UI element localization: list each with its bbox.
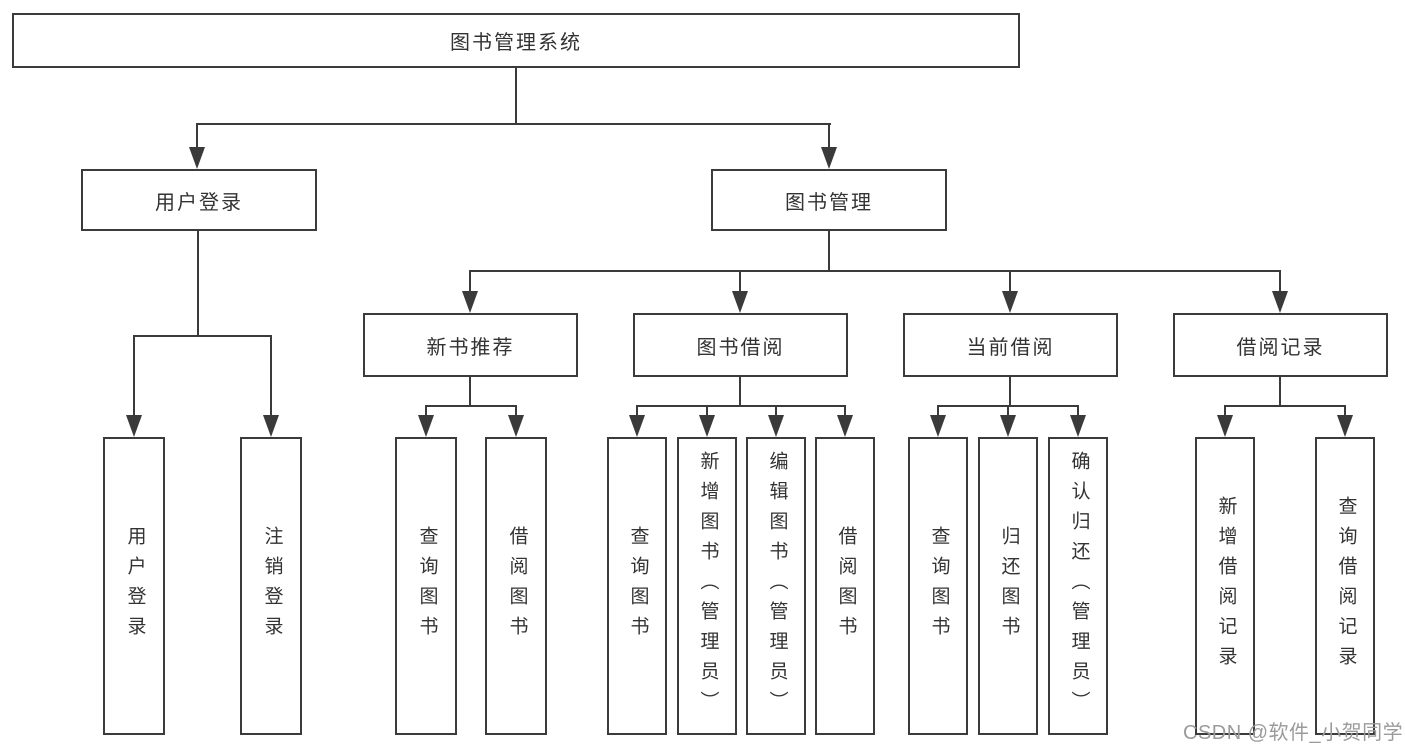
node-label: 查询图书	[627, 526, 649, 646]
leaf-node-add-borrow-record: 新增借阅记录	[1195, 437, 1255, 735]
leaf-node-return-books: 归还图书	[978, 437, 1038, 735]
leaf-node-query-books-borrowing: 查询图书	[607, 437, 667, 735]
arrow-down-icon	[1337, 415, 1353, 437]
connector-line	[425, 405, 427, 418]
leaf-node-edit-books-admin: 编辑图书（管理员）	[746, 437, 806, 735]
node-label: 当前借阅	[966, 336, 1055, 359]
arrow-down-icon	[837, 415, 853, 437]
leaf-node-query-borrow-record: 查询借阅记录	[1315, 437, 1375, 735]
arrow-down-icon	[1002, 291, 1018, 313]
node-label: 用户登录	[155, 191, 243, 214]
branch-node-user-login: 用户登录	[81, 169, 317, 231]
connector-line	[1224, 405, 1226, 418]
leaf-node-logout: 注销登录	[240, 437, 302, 735]
node-label: 归还图书	[998, 526, 1020, 646]
connector-line	[1009, 377, 1011, 407]
connector-line	[1077, 405, 1079, 418]
node-label: 图书借阅	[696, 336, 785, 359]
arrow-down-icon	[126, 415, 142, 437]
connector-line	[425, 405, 517, 407]
category-node-borrowing-records: 借阅记录	[1173, 313, 1388, 377]
connector-line	[636, 405, 846, 407]
connector-line	[1009, 270, 1011, 293]
connector-line	[270, 335, 272, 417]
arrow-down-icon	[1000, 415, 1016, 437]
connector-line	[844, 405, 846, 418]
connector-line	[775, 405, 777, 418]
connector-line	[469, 270, 1281, 272]
connector-line	[133, 335, 135, 417]
arrow-down-icon	[1217, 415, 1233, 437]
leaf-node-add-books-admin: 新增图书（管理员）	[677, 437, 737, 735]
connector-line	[1279, 270, 1281, 293]
arrow-down-icon	[699, 415, 715, 437]
connector-line	[706, 405, 708, 418]
leaf-node-query-books-recommend: 查询图书	[395, 437, 457, 735]
connector-line	[739, 270, 741, 293]
category-node-book-borrowing: 图书借阅	[633, 313, 848, 377]
arrow-down-icon	[189, 147, 205, 169]
leaf-node-borrow-books-recommend: 借阅图书	[485, 437, 547, 735]
arrow-down-icon	[732, 291, 748, 313]
arrow-down-icon	[263, 415, 279, 437]
connector-line	[469, 377, 471, 407]
node-label: 注销登录	[261, 526, 283, 646]
node-label: 图书管理	[785, 191, 873, 214]
connector-line	[739, 377, 741, 407]
connector-line	[515, 405, 517, 418]
category-node-new-book-recommendation: 新书推荐	[363, 313, 578, 377]
leaf-node-confirm-return-admin: 确认归还（管理员）	[1048, 437, 1108, 735]
arrow-down-icon	[508, 415, 524, 437]
connector-line	[937, 405, 939, 418]
node-label: 查询图书	[416, 526, 438, 646]
connector-line	[828, 123, 830, 151]
arrow-down-icon	[930, 415, 946, 437]
arrow-down-icon	[462, 291, 478, 313]
arrow-down-icon	[418, 415, 434, 437]
node-label: 借阅图书	[506, 526, 528, 646]
branch-node-book-management: 图书管理	[711, 169, 947, 231]
node-label: 编辑图书（管理员）	[766, 451, 788, 721]
node-label: 借阅图书	[835, 526, 857, 646]
node-label: 查询借阅记录	[1335, 496, 1357, 676]
node-label: 新书推荐	[426, 336, 515, 359]
arrow-down-icon	[1070, 415, 1086, 437]
node-label: 新增借阅记录	[1215, 496, 1237, 676]
connector-line	[1224, 405, 1346, 407]
connector-line	[196, 123, 198, 151]
node-label: 查询图书	[928, 526, 950, 646]
node-label: 确认归还（管理员）	[1068, 451, 1090, 721]
connector-line	[1007, 405, 1009, 418]
connector-line	[197, 231, 199, 337]
connector-line	[636, 405, 638, 418]
node-label: 用户登录	[124, 526, 146, 646]
leaf-node-user-login: 用户登录	[103, 437, 165, 735]
connector-line	[469, 270, 471, 293]
csdn-watermark: CSDN @软件_小贺同学	[1183, 722, 1404, 744]
arrow-down-icon	[629, 415, 645, 437]
connector-line	[1279, 377, 1281, 407]
connector-line	[828, 231, 830, 272]
node-label: 新增图书（管理员）	[697, 451, 719, 721]
category-node-current-borrowing: 当前借阅	[903, 313, 1118, 377]
node-label: 借阅记录	[1236, 336, 1325, 359]
root-node-library-management-system: 图书管理系统	[12, 13, 1020, 68]
leaf-node-borrow-books-borrowing: 借阅图书	[815, 437, 875, 735]
connector-line	[515, 67, 517, 125]
arrow-down-icon	[1272, 291, 1288, 313]
connector-line	[1344, 405, 1346, 418]
arrow-down-icon	[821, 147, 837, 169]
leaf-node-query-books-current: 查询图书	[908, 437, 968, 735]
arrow-down-icon	[768, 415, 784, 437]
connector-line	[133, 335, 272, 337]
connector-line	[196, 123, 831, 125]
node-label: 图书管理系统	[450, 32, 582, 54]
